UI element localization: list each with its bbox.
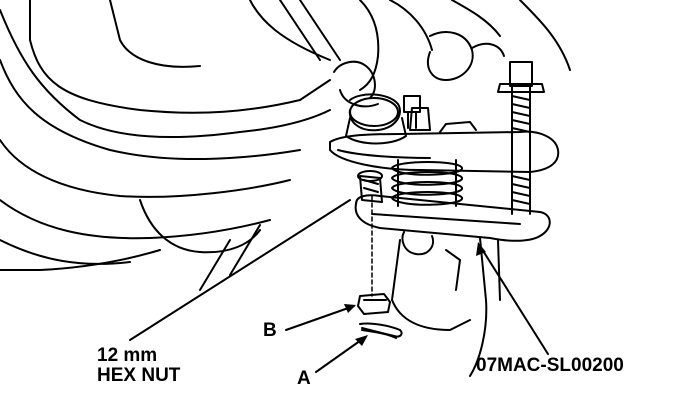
leader-lines [129, 199, 549, 373]
hex-nut-label-line2: HEX NUT [97, 365, 181, 386]
callout-b-label: B [263, 320, 277, 341]
steering-knuckle-lower [391, 231, 501, 377]
leader-tool [479, 245, 549, 355]
puller-upper-arm [329, 121, 560, 173]
arrow-a-icon [355, 335, 368, 346]
hex-nut-label: 12 mm HEX NUT [97, 346, 180, 386]
arrowheads [344, 242, 486, 346]
hex-nut-part [357, 293, 391, 315]
cotter-pin-part [359, 322, 403, 339]
hex-nut-label-line1: 12 mm [97, 345, 158, 366]
leader-a [315, 337, 365, 373]
puller-lower-arm [354, 170, 551, 242]
knuckle-body [0, 0, 341, 291]
leader-b [285, 305, 355, 331]
puller-bolt [497, 61, 545, 215]
arrow-tool-icon [476, 242, 486, 256]
hand-holding-tube [333, 0, 571, 132]
tool-number-label: 07MAC-SL00200 [476, 355, 624, 376]
leader-hex-nut [129, 199, 351, 341]
ball-joint-top [345, 95, 431, 145]
arrow-b-icon [344, 304, 356, 313]
callout-a-label: A [297, 368, 311, 389]
